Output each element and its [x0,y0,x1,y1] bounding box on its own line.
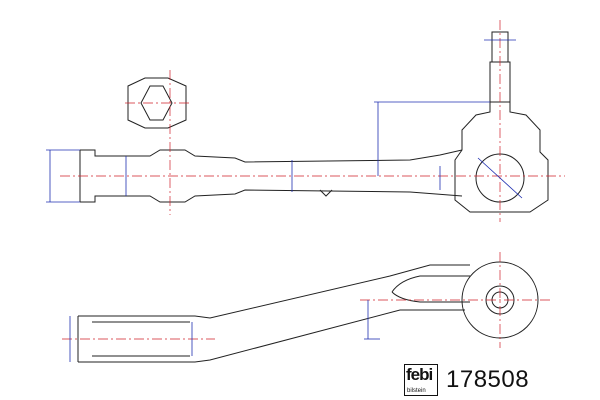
bottom-centerlines [62,252,550,348]
top-dimensions [46,39,523,203]
part-number: 178508 [446,366,530,393]
ball-housing [454,101,549,213]
top-view [79,31,549,213]
groove [319,189,333,197]
arm-taper [391,275,470,303]
bottom-view [77,261,539,363]
logo-brand: febi [406,365,433,384]
bottom-dimensions [69,300,380,362]
bore-inner [92,321,190,357]
arm-outline [77,264,470,363]
section-profile [127,77,187,129]
top-centerlines [60,20,565,222]
logo-sub: bilstein [407,388,426,394]
febi-bilstein-logo: febi bilstein [404,364,438,396]
